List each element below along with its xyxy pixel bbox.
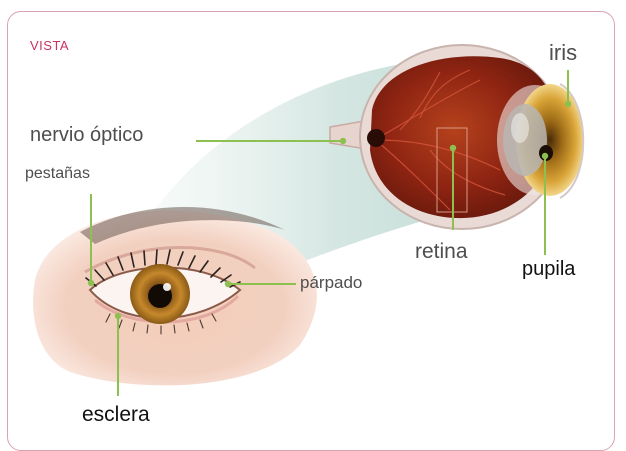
label-retina: retina [415,240,468,264]
label-pestanas: pestañas [25,165,90,183]
label-nervio-optico: nervio óptico [30,124,143,147]
label-parpado: párpado [300,273,362,293]
eye-illustration [0,0,626,437]
label-pupila: pupila [522,258,575,281]
label-iris: iris [549,40,577,66]
label-esclera: esclera [82,403,150,427]
